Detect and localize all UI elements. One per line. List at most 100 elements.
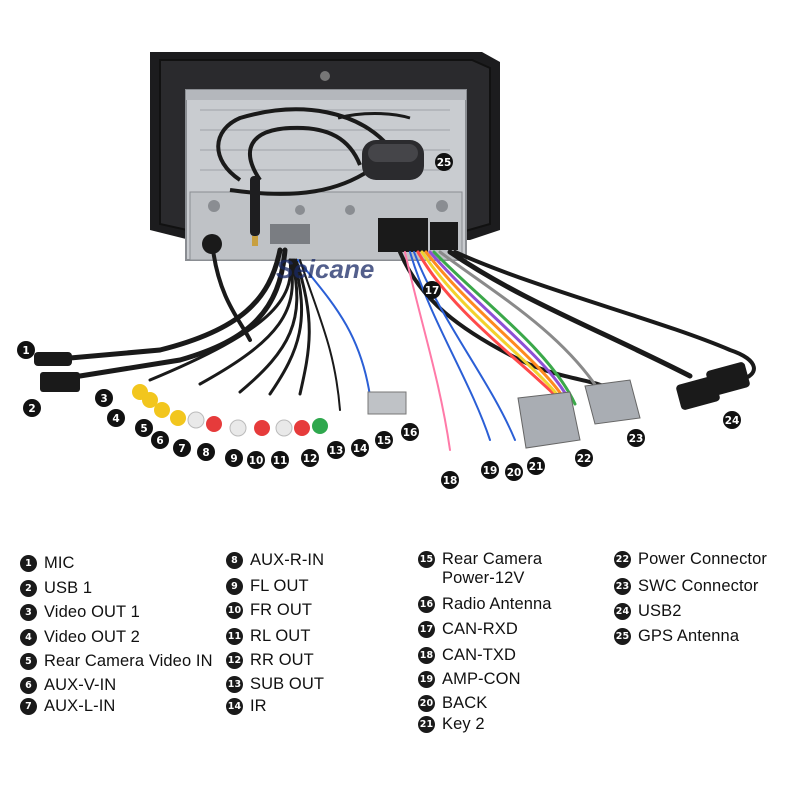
legend-badge: 8 (226, 552, 243, 569)
svg-text:16: 16 (403, 427, 418, 439)
svg-text:17: 17 (425, 285, 440, 297)
legend-item-amp-con: 19 AMP-CON (418, 670, 521, 689)
mic-plug (34, 352, 72, 366)
svg-text:15: 15 (377, 435, 392, 447)
legend-item-rl-out: 11 RL OUT (226, 627, 311, 646)
svg-text:14: 14 (353, 443, 368, 455)
legend-badge: 11 (226, 628, 243, 645)
svg-text:20: 20 (507, 467, 522, 479)
legend-badge: 5 (20, 653, 37, 670)
legend-badge: 21 (418, 716, 435, 733)
svg-text:18: 18 (443, 475, 458, 487)
legend-badge: 3 (20, 604, 37, 621)
ir-connector (367, 391, 407, 415)
legend-badge: 20 (418, 695, 435, 712)
legend-label: USB 1 (44, 579, 93, 597)
legend-badge: 22 (614, 551, 631, 568)
legend-badge: 4 (20, 629, 37, 646)
swc-connector (584, 379, 641, 425)
svg-text:9: 9 (230, 453, 237, 465)
svg-text:4: 4 (112, 413, 119, 425)
svg-text:2: 2 (28, 403, 35, 415)
legend-label: RL OUT (250, 627, 311, 645)
svg-text:23: 23 (629, 433, 644, 445)
legend-badge: 10 (226, 602, 243, 619)
legend-item-ir: 14 IR (226, 697, 267, 716)
legend-badge: 14 (226, 698, 243, 715)
legend-badge: 24 (614, 603, 631, 620)
legend-badge: 12 (226, 652, 243, 669)
legend-label: AUX-V-IN (44, 676, 117, 694)
legend-item-key-2: 21 Key 2 (418, 715, 485, 734)
svg-text:3: 3 (100, 393, 107, 405)
legend-item-can-rxd: 17 CAN-RXD (418, 620, 518, 639)
legend-badge: 23 (614, 578, 631, 595)
legend-badge: 15 (418, 551, 435, 568)
legend-item-usb2: 24 USB2 (614, 602, 682, 621)
legend-label: CAN-TXD (442, 646, 517, 664)
legend-label: AUX-L-IN (44, 697, 116, 715)
legend-badge: 9 (226, 578, 243, 595)
legend-item-usb1: 2 USB 1 (20, 579, 92, 598)
legend-badge: 16 (418, 596, 435, 613)
svg-text:24: 24 (725, 415, 740, 427)
power-connector (517, 391, 581, 449)
svg-text:13: 13 (329, 445, 344, 457)
legend-badge: 18 (418, 647, 435, 664)
legend-label: IR (250, 697, 267, 715)
legend-item-mic: 1 MIC (20, 554, 75, 573)
head-unit-wiring-photo: Seicane 1 2 3 4 5 6 7 8 9 10 11 12 13 14… (17, 52, 756, 489)
legend-label: FR OUT (250, 601, 313, 619)
legend-item-power-connector: 22 Power Connector (614, 550, 767, 569)
legend-badge: 6 (20, 677, 37, 694)
legend-item-video-out-2: 4 Video OUT 2 (20, 628, 140, 647)
legend-label: Rear Camera Video IN (44, 652, 213, 670)
svg-text:1: 1 (22, 345, 29, 357)
legend-item-swc-connector: 23 SWC Connector (614, 577, 759, 596)
legend-item-video-out-1: 3 Video OUT 1 (20, 603, 140, 622)
rca-plugs (132, 384, 328, 437)
callouts: 1 2 3 4 5 6 7 8 9 10 11 12 13 14 15 16 1… (17, 153, 741, 489)
legend-item-can-txd: 18 CAN-TXD (418, 646, 516, 665)
legend-item-aux-v-in: 6 AUX-V-IN (20, 676, 116, 695)
legend-label: Video OUT 2 (44, 628, 140, 646)
svg-text:19: 19 (483, 465, 498, 477)
legend-label: AMP-CON (442, 670, 521, 688)
watermark-logo: Seicane (276, 254, 374, 284)
legend-label: SWC Connector (638, 577, 759, 595)
legend-badge: 2 (20, 580, 37, 597)
legend-label: Video OUT 1 (44, 603, 140, 621)
svg-text:5: 5 (140, 423, 147, 435)
rear-connectors (202, 218, 458, 254)
svg-text:21: 21 (529, 461, 544, 473)
wire-bundle (67, 247, 756, 451)
svg-text:25: 25 (437, 157, 452, 169)
legend-badge: 13 (226, 676, 243, 693)
legend-label: Power Connector (638, 550, 767, 568)
legend-item-fr-out: 10 FR OUT (226, 601, 312, 620)
usb1-plug (40, 372, 80, 392)
legend-label: SUB OUT (250, 675, 325, 693)
legend-item-rear-camera-video-in: 5 Rear Camera Video IN (20, 652, 213, 671)
svg-text:11: 11 (273, 455, 288, 467)
svg-text:10: 10 (249, 455, 264, 467)
legend-item-rear-camera-power: 15 Rear Camera Power-12V (418, 550, 542, 588)
legend-badge: 25 (614, 628, 631, 645)
legend-label: Key 2 (442, 715, 485, 733)
usb2-plugs (676, 362, 750, 410)
legend-badge: 7 (20, 698, 37, 715)
legend-label: MIC (44, 554, 75, 572)
legend-label: Rear Camera Power-12V (442, 550, 543, 587)
svg-text:6: 6 (156, 435, 163, 447)
svg-text:12: 12 (303, 453, 318, 465)
svg-text:22: 22 (577, 453, 592, 465)
legend-badge: 19 (418, 671, 435, 688)
svg-text:7: 7 (178, 443, 185, 455)
legend-item-radio-antenna: 16 Radio Antenna (418, 595, 552, 614)
legend-item-fl-out: 9 FL OUT (226, 577, 309, 596)
legend-item-sub-out: 13 SUB OUT (226, 675, 324, 694)
legend-badge: 17 (418, 621, 435, 638)
legend-item-back: 20 BACK (418, 694, 487, 713)
legend-label: FL OUT (250, 577, 309, 595)
legend-item-aux-r-in: 8 AUX-R-IN (226, 551, 324, 570)
